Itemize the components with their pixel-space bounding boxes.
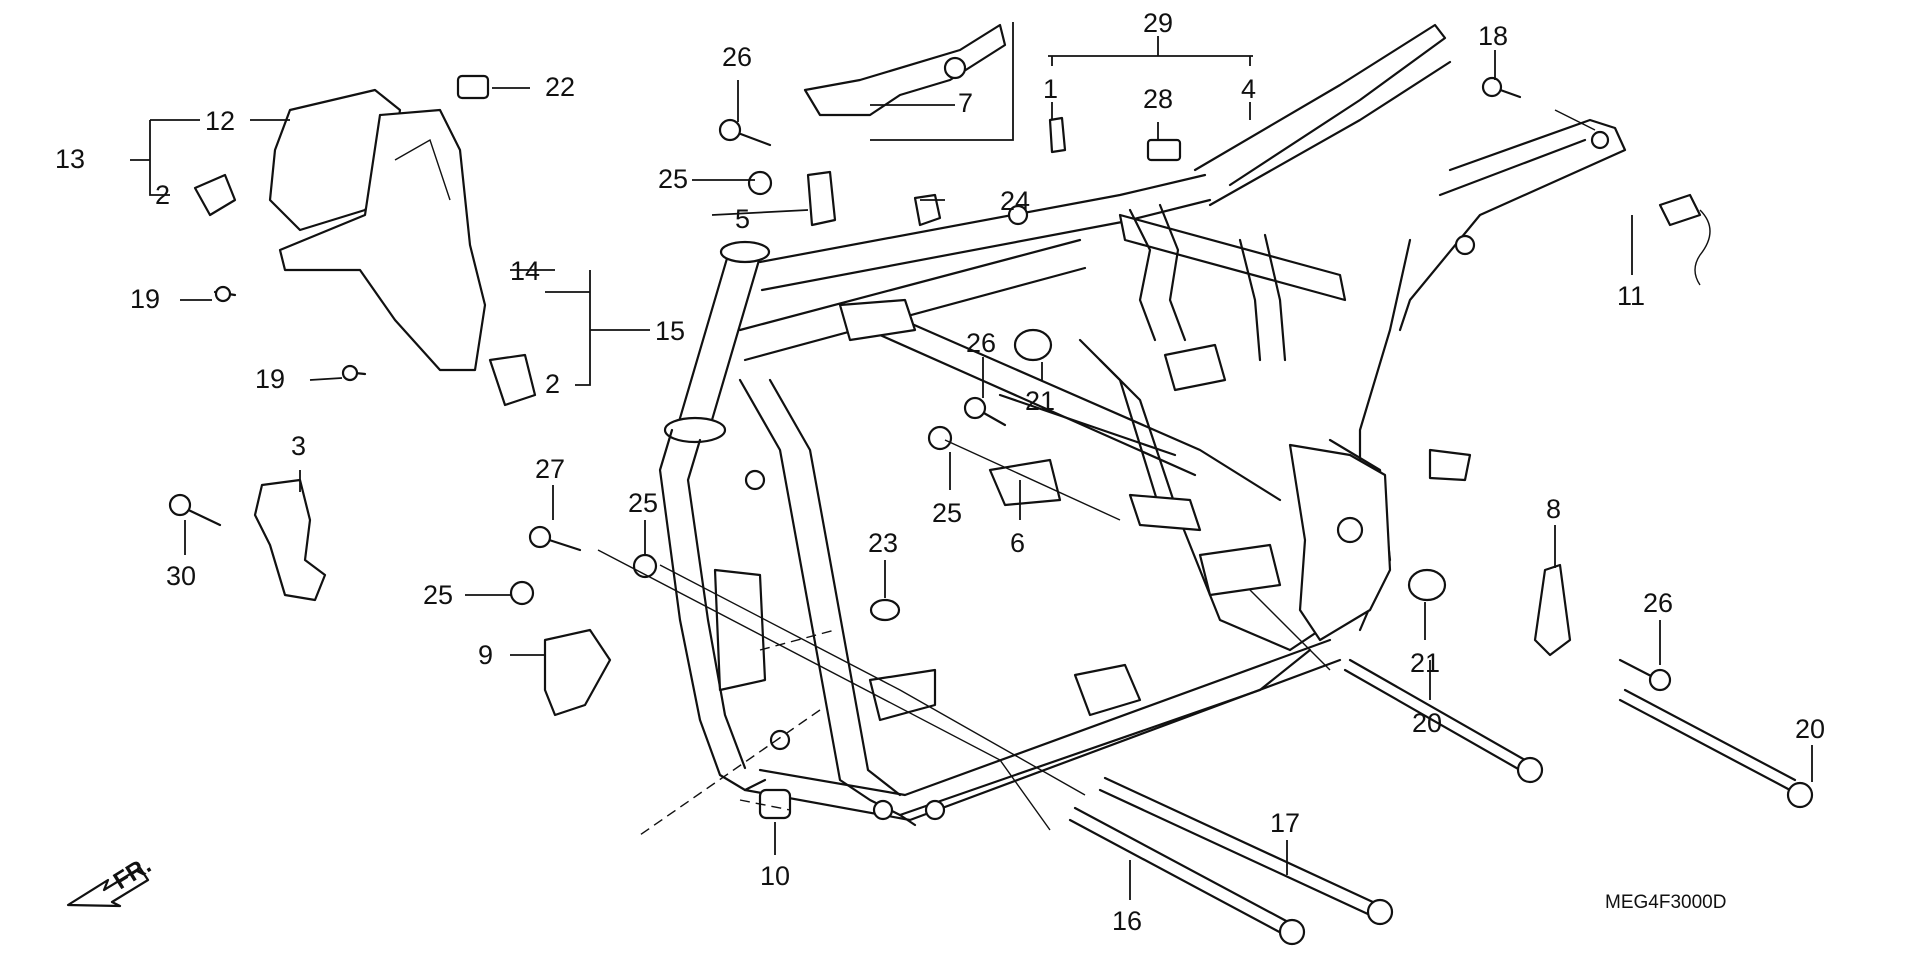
- callout-8: 8: [1546, 494, 1561, 524]
- callout-25-mid: 25: [628, 488, 658, 518]
- callout-29: 29: [1143, 8, 1173, 38]
- callout-24: 24: [1000, 186, 1030, 216]
- callout-1: 1: [1043, 74, 1058, 104]
- front-direction-arrow: FR.: [66, 852, 156, 908]
- callout-19-lower: 19: [255, 364, 285, 394]
- callout-27: 27: [535, 454, 565, 484]
- callout-11: 11: [1617, 281, 1645, 311]
- callout-9: 9: [478, 640, 493, 670]
- callout-22: 22: [545, 72, 575, 102]
- callout-26-right: 26: [1643, 588, 1673, 618]
- callout-25-top: 25: [658, 164, 688, 194]
- callout-21-lower: 21: [1410, 648, 1440, 678]
- main-frame-drawing: [658, 23, 1627, 827]
- loose-parts-drawing: [168, 23, 1814, 946]
- callout-7: 7: [958, 88, 973, 118]
- callout-21-upper: 21: [1025, 386, 1055, 416]
- callout-14: 14: [510, 256, 540, 286]
- callout-15: 15: [655, 316, 685, 346]
- callout-26-mid: 26: [966, 328, 996, 358]
- callout-2-upper: 2: [155, 180, 170, 210]
- callout-28: 28: [1143, 84, 1173, 114]
- callout-10: 10: [760, 861, 790, 891]
- callout-20-center: 20: [1412, 708, 1442, 738]
- callout-20-right: 20: [1795, 714, 1825, 744]
- callout-2-lower: 2: [545, 369, 560, 399]
- callout-26-top: 26: [722, 42, 752, 72]
- callout-3: 3: [291, 431, 306, 461]
- callout-16: 16: [1112, 906, 1142, 936]
- callout-23: 23: [868, 528, 898, 558]
- callout-6: 6: [1010, 528, 1025, 558]
- callout-30: 30: [166, 561, 196, 591]
- callout-17: 17: [1270, 808, 1300, 838]
- callout-18: 18: [1478, 21, 1508, 51]
- callout-19-upper: 19: [130, 284, 160, 314]
- callout-labels: 29 1 28 4 7 26 25 5 24 22 12 13 2 19 14 …: [55, 8, 1825, 936]
- diagram-code: MEG4F3000D: [1605, 892, 1726, 913]
- callout-4: 4: [1241, 74, 1256, 104]
- callout-25-center: 25: [932, 498, 962, 528]
- leader-lines: [130, 22, 1813, 900]
- callout-5: 5: [735, 204, 750, 234]
- callout-13: 13: [55, 144, 85, 174]
- callout-25-left: 25: [423, 580, 453, 610]
- callout-12: 12: [205, 106, 235, 136]
